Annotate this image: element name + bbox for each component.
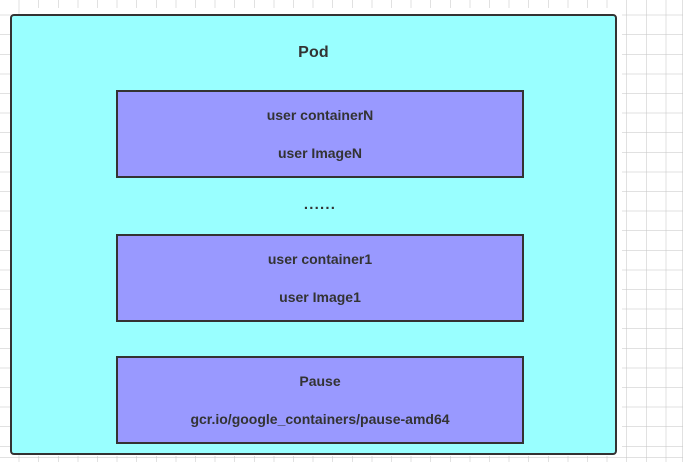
container-box-user-container1: user container1 user Image1 — [116, 234, 524, 322]
container-name-user-container1: user container1 — [267, 250, 373, 267]
container-box-user-containerN: user containerN user ImageN — [116, 90, 524, 178]
pod-outer-box: Pod user containerN user ImageN ...... u… — [10, 14, 617, 455]
container-image-user-container1: user Image1 — [279, 288, 361, 305]
pod-title: Pod — [298, 44, 329, 61]
container-name-user-containerN: user containerN — [266, 106, 374, 123]
container-image-pause: gcr.io/google_containers/pause-amd64 — [190, 410, 450, 427]
container-box-pause: Pause gcr.io/google_containers/pause-amd… — [116, 356, 524, 444]
container-name-pause: Pause — [299, 372, 341, 389]
container-image-user-containerN: user ImageN — [277, 144, 363, 161]
ellipsis-separator: ...... — [303, 196, 337, 213]
